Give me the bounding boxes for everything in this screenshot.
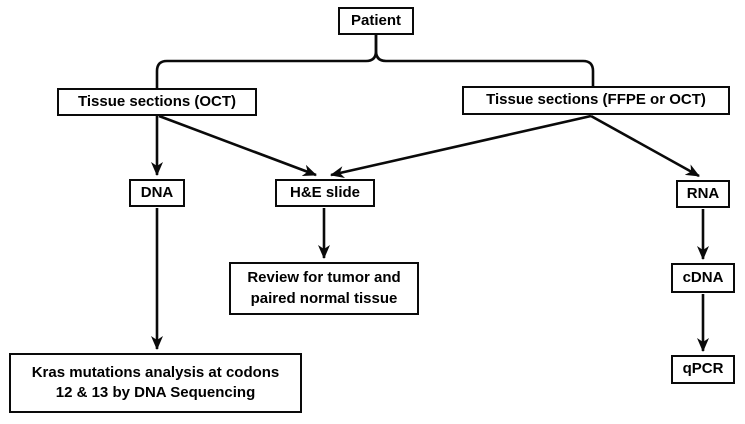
edge-tissue-ffpe-to-rna <box>590 114 700 178</box>
edge-patient-to-tissue-oct <box>155 35 378 88</box>
edge-patient-to-tissue-ffpe <box>374 35 595 86</box>
node-tissue-sections-oct: Tissue sections (OCT) <box>57 88 257 116</box>
node-qpcr: qPCR <box>671 355 735 384</box>
node-kras-mutation-analysis: Kras mutations analysis at codons 12 & 1… <box>9 353 302 413</box>
edge-tissue-oct-to-he-slide <box>158 114 317 177</box>
edge-tissue-ffpe-to-he-slide <box>330 114 592 178</box>
node-cdna: cDNA <box>671 263 735 293</box>
node-review-tumor-normal-tissue: Review for tumor and paired normal tissu… <box>229 262 419 315</box>
node-dna: DNA <box>129 179 185 207</box>
node-rna: RNA <box>676 180 730 208</box>
node-patient: Patient <box>338 7 414 35</box>
node-tissue-sections-ffpe-or-oct: Tissue sections (FFPE or OCT) <box>462 86 730 115</box>
node-he-slide: H&E slide <box>275 179 375 207</box>
